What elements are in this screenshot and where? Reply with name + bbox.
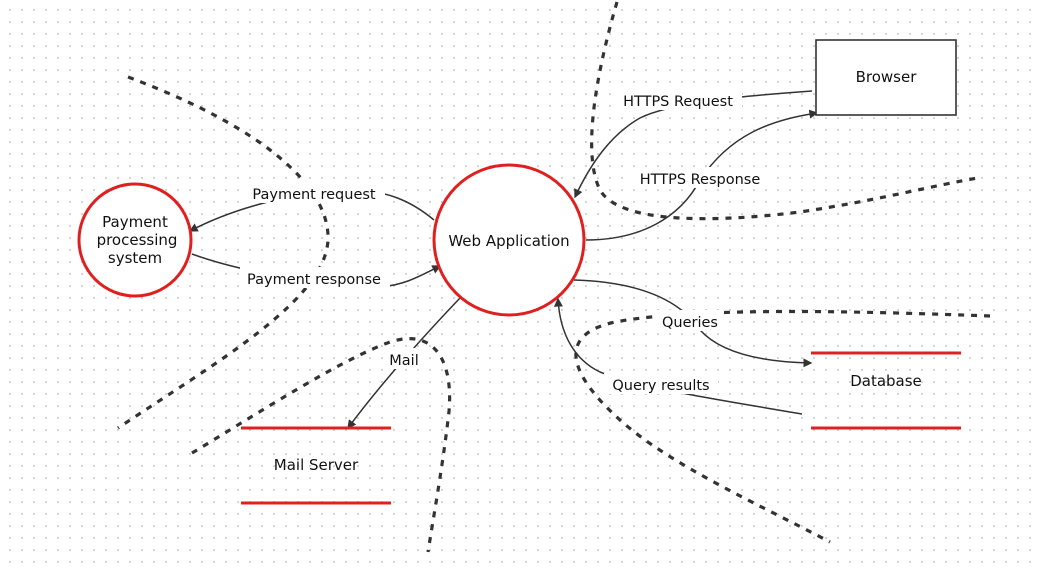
- entity-browser[interactable]: Browser: [815, 39, 957, 116]
- flow-label-https-response: HTTPS Response: [640, 172, 761, 188]
- entity-label-browser: Browser: [856, 68, 918, 86]
- datastore-label-database: Database: [850, 372, 922, 390]
- process-label-web-application: Web Application: [448, 232, 569, 250]
- datastore-label-mail-server: Mail Server: [274, 456, 359, 474]
- flow-https-request: [574, 90, 813, 199]
- trust-boundary-database: [574, 309, 991, 544]
- trust-boundary-mail: [191, 337, 452, 553]
- flow-label-mail: Mail: [389, 353, 418, 369]
- flow-label-payment-request: Payment request: [252, 187, 376, 203]
- datastore-database[interactable]: Database: [811, 351, 961, 430]
- process-payment-processing-system[interactable]: Payment processing system: [77, 182, 193, 298]
- trust-boundaries: [117, 1, 991, 553]
- datastore-mail-server[interactable]: Mail Server: [241, 426, 391, 505]
- process-label-payment-line-1: Payment: [102, 213, 168, 231]
- flow-label-query-results: Query results: [612, 378, 709, 394]
- flow-label-queries: Queries: [662, 315, 718, 331]
- flow-label-https-request: HTTPS Request: [623, 94, 733, 110]
- flow-labels: HTTPS Request HTTPS Response Payment req…: [240, 89, 770, 394]
- process-label-payment-line-3: system: [108, 249, 162, 267]
- process-label-payment-line-2: processing: [97, 231, 178, 249]
- trust-boundary-browser: [590, 1, 979, 221]
- flow-label-payment-response: Payment response: [247, 272, 381, 288]
- process-web-application[interactable]: Web Application: [432, 163, 586, 317]
